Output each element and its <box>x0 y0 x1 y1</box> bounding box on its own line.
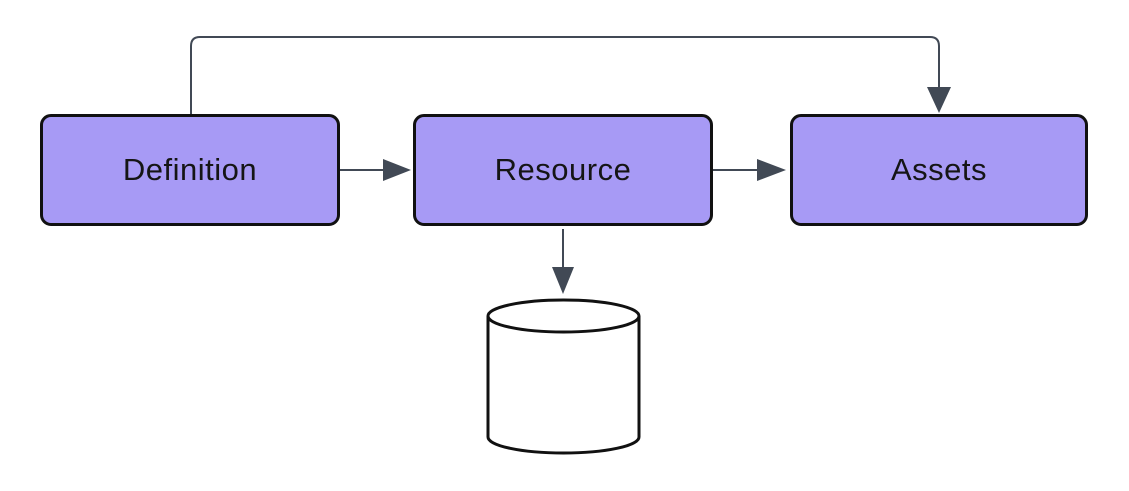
edge-definition-to-assets-arrowhead <box>927 87 951 113</box>
node-resource: Resource <box>413 114 713 226</box>
node-resource-label: Resource <box>494 152 632 187</box>
edge-resource-to-assets-arrowhead <box>757 159 786 181</box>
datastore-cylinder-body <box>486 316 641 455</box>
datastore-cylinder-top <box>486 298 641 334</box>
datastore-cylinder <box>486 298 641 455</box>
node-assets: Assets <box>790 114 1088 226</box>
node-assets-label: Assets <box>890 152 988 187</box>
edge-definition-to-resource-arrowhead <box>383 159 411 181</box>
node-definition: Definition <box>40 114 340 226</box>
edge-resource-to-datastore-arrowhead <box>552 267 574 294</box>
edge-definition-to-assets-line <box>190 36 940 114</box>
node-definition-label: Definition <box>122 152 258 187</box>
